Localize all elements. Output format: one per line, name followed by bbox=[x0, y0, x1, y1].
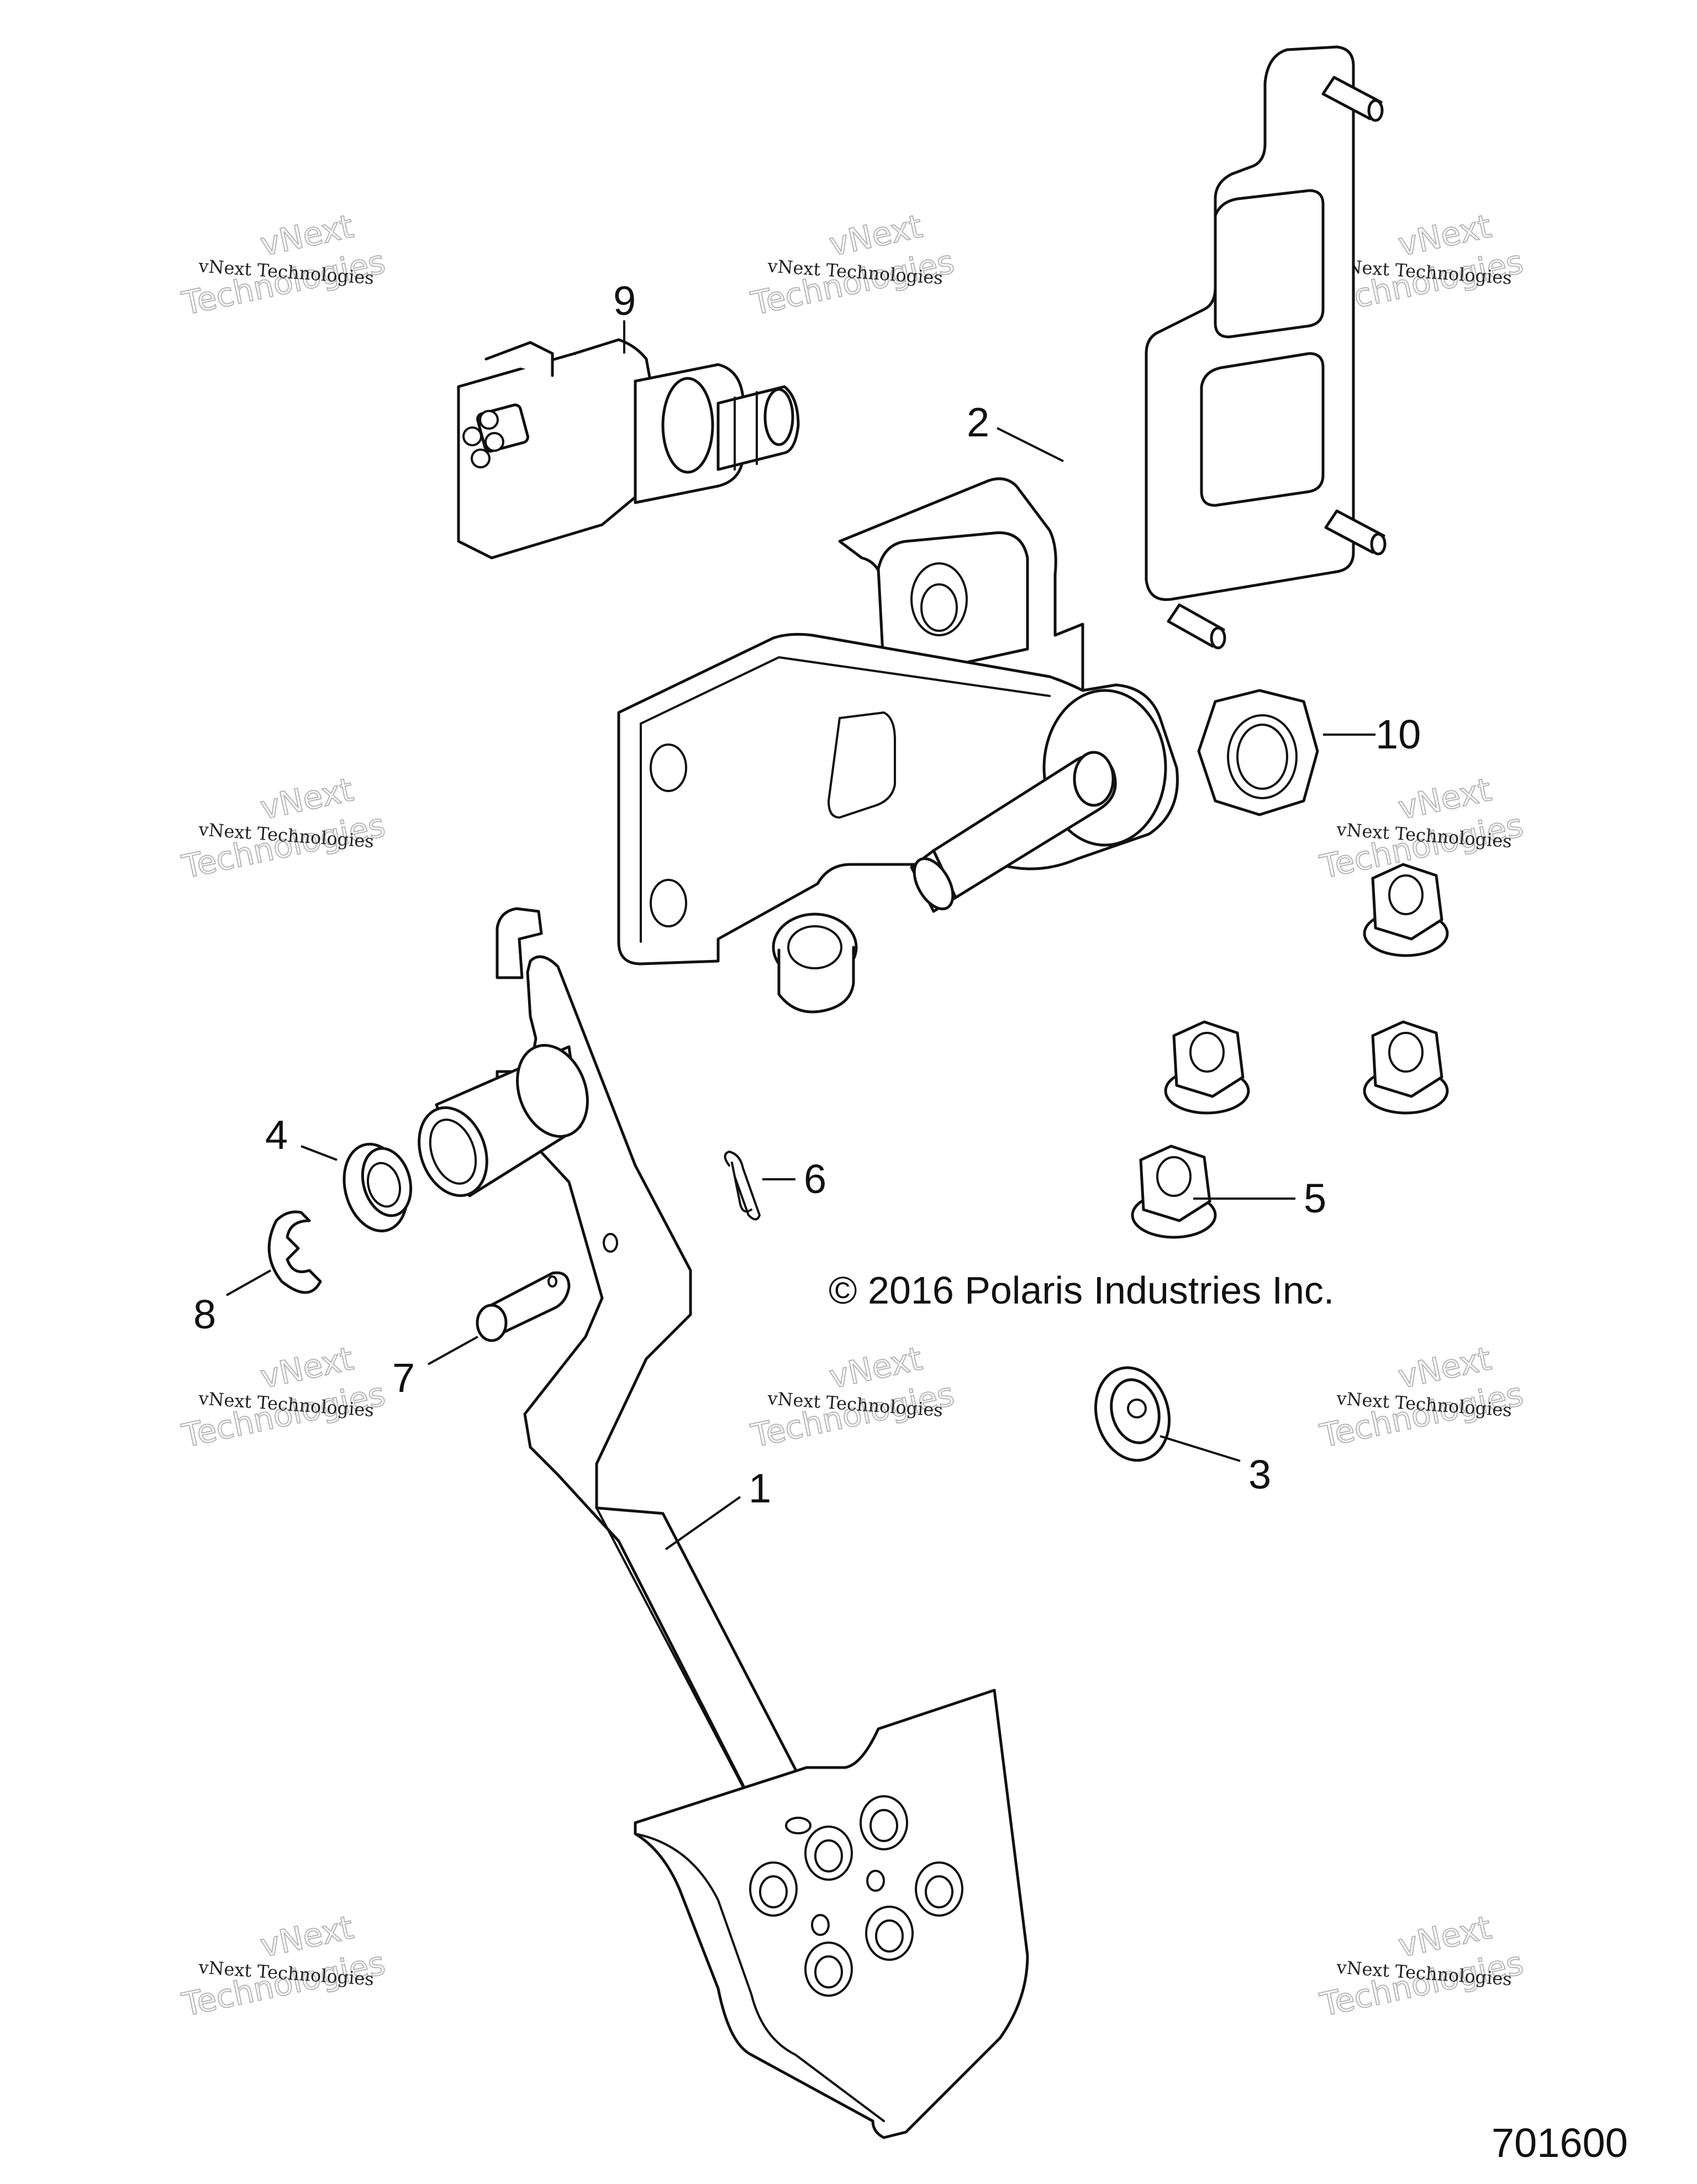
pad-hole-2 bbox=[804, 1826, 853, 1881]
part-5-flange-nut-3 bbox=[1363, 1020, 1449, 1115]
watermark: Technologies vNext vNext Technologies bbox=[1316, 1908, 1527, 2024]
bracket-cutout-upper bbox=[1214, 189, 1325, 339]
watermark: Technologies vNext vNext Technologies bbox=[178, 1339, 389, 1455]
watermark: Technologies vNext vNext Technologies bbox=[178, 1908, 389, 2024]
pad-small-hole-1 bbox=[866, 1870, 885, 1892]
leader-1 bbox=[665, 1496, 741, 1550]
pad-hole-5 bbox=[865, 1906, 914, 1961]
pedal-arm-hole bbox=[603, 1233, 618, 1253]
callout-10: 10 bbox=[1375, 711, 1421, 757]
callout-1: 1 bbox=[749, 1465, 771, 1511]
bracket-pivot-shaft bbox=[910, 751, 1117, 913]
part-7-clevis-pin bbox=[476, 1271, 571, 1342]
bracket-ear-hole bbox=[910, 562, 968, 636]
part-10-hex-nut bbox=[1197, 689, 1319, 816]
pad-hole-3 bbox=[749, 1861, 798, 1917]
part-5-flange-nut-4 bbox=[1131, 1144, 1217, 1239]
part-4-washer bbox=[342, 1142, 413, 1233]
bracket-stud-middle bbox=[1324, 509, 1387, 556]
callouts: 9 2 10 4 6 5 8 7 3 1 bbox=[193, 278, 1421, 1511]
watermark: Technologies vNext vNext Technologies bbox=[747, 1339, 958, 1455]
leader-4 bbox=[301, 1145, 338, 1161]
pad-small-hole-2 bbox=[811, 1914, 830, 1936]
pedal-hub-tube bbox=[418, 1044, 589, 1197]
leader-7 bbox=[428, 1336, 478, 1365]
pedal-top-hook bbox=[496, 907, 543, 979]
watermark: Technologies vNext vNext Technologies bbox=[178, 207, 389, 323]
callout-5: 5 bbox=[1304, 1175, 1326, 1221]
callout-6: 6 bbox=[804, 1156, 826, 1202]
watermark: Technologies vNext vNext Technologies bbox=[1316, 1339, 1527, 1455]
part-5-flange-nut-1 bbox=[1363, 863, 1449, 957]
callout-8: 8 bbox=[193, 1291, 216, 1337]
part-9-pedal-switch bbox=[457, 338, 800, 560]
pedal-foot-pad bbox=[634, 1689, 1029, 2139]
callout-3: 3 bbox=[1248, 1452, 1271, 1497]
part-3-push-nut bbox=[1094, 1366, 1171, 1462]
switch-pin-2 bbox=[479, 410, 499, 430]
leader-2 bbox=[997, 427, 1064, 462]
leader-8 bbox=[226, 1269, 271, 1296]
bracket-flange-hole-lower bbox=[650, 879, 687, 927]
watermark: Technologies vNext vNext Technologies bbox=[1316, 770, 1527, 887]
pad-hole-4 bbox=[915, 1861, 963, 1917]
bracket-stud-bottom bbox=[1167, 603, 1226, 650]
callout-4: 4 bbox=[265, 1112, 288, 1158]
watermark: Technologies vNext vNext Technologies bbox=[178, 770, 389, 887]
drawing-number: 701600 bbox=[1492, 2120, 1628, 2166]
watermark: Technologies vNext vNext Technologies bbox=[747, 207, 958, 323]
bracket-main-flange bbox=[617, 632, 1179, 966]
bracket-stud-top bbox=[1321, 76, 1384, 122]
bracket-flange-hole-upper bbox=[650, 743, 687, 792]
leader-lines bbox=[226, 320, 1375, 1550]
copyright-notice: © 2016 Polaris Industries Inc. bbox=[829, 1269, 1334, 1312]
callout-9: 9 bbox=[613, 278, 636, 324]
pivot-bushing bbox=[772, 912, 858, 1014]
bracket-cutout-lower bbox=[1200, 352, 1325, 507]
part-8-e-clip bbox=[267, 1210, 322, 1294]
pad-hole-1 bbox=[860, 1795, 908, 1850]
part-1-pedal-arm bbox=[418, 907, 1029, 2139]
pad-hole-6 bbox=[804, 1942, 853, 1997]
part-5-flange-nut-2 bbox=[1164, 1020, 1250, 1115]
part-2-pedal-bracket bbox=[617, 45, 1387, 1014]
part-6-hitch-pin bbox=[724, 1151, 761, 1221]
switch-pin-4 bbox=[471, 449, 491, 468]
switch-pin-3 bbox=[484, 432, 504, 452]
callout-7: 7 bbox=[392, 1355, 415, 1401]
leader-3 bbox=[1160, 1435, 1241, 1462]
callout-2: 2 bbox=[967, 399, 989, 445]
switch-pin-1 bbox=[462, 426, 482, 446]
